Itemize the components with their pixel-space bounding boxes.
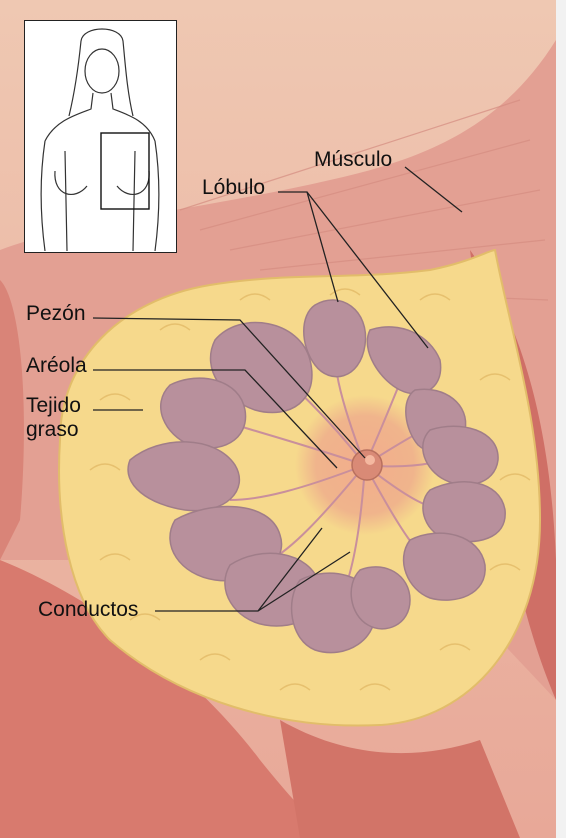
left-edge-muscle <box>0 280 24 560</box>
nipple <box>351 449 383 481</box>
face-outline <box>84 48 120 94</box>
areola-leader <box>93 369 338 469</box>
pezon-label: Pezón <box>26 302 86 325</box>
leader-lines <box>92 166 463 612</box>
areola-label: Aréola <box>26 354 87 377</box>
musculo-label: Músculo <box>314 148 393 171</box>
lower-muscle <box>0 560 330 838</box>
right-margin <box>556 0 566 838</box>
fat-texture <box>89 288 531 691</box>
tejido-graso-label-line2: graso <box>26 418 79 441</box>
arm-lines <box>64 150 136 252</box>
torso-outline <box>40 140 160 252</box>
hair-outline <box>68 28 134 117</box>
conductos-leader <box>155 527 351 612</box>
neck-shoulders <box>44 92 156 142</box>
lower-muscle-right <box>280 720 520 838</box>
locator-box <box>100 132 150 210</box>
lobulo-label: Lóbulo <box>202 176 266 199</box>
musculo-leader <box>404 166 463 213</box>
lobulo-leader <box>278 191 429 349</box>
nipple-highlight <box>365 455 375 465</box>
muscle-fibers <box>179 99 549 301</box>
conductos-label: Conductos <box>38 598 139 621</box>
woman-silhouette <box>40 28 160 252</box>
body-locator-inset <box>24 20 177 253</box>
tejido-graso-label-line1: Tejido <box>26 394 81 417</box>
right-breast <box>116 170 150 195</box>
pezon-leader <box>92 317 366 459</box>
left-breast <box>54 170 88 195</box>
lobules <box>127 299 506 654</box>
